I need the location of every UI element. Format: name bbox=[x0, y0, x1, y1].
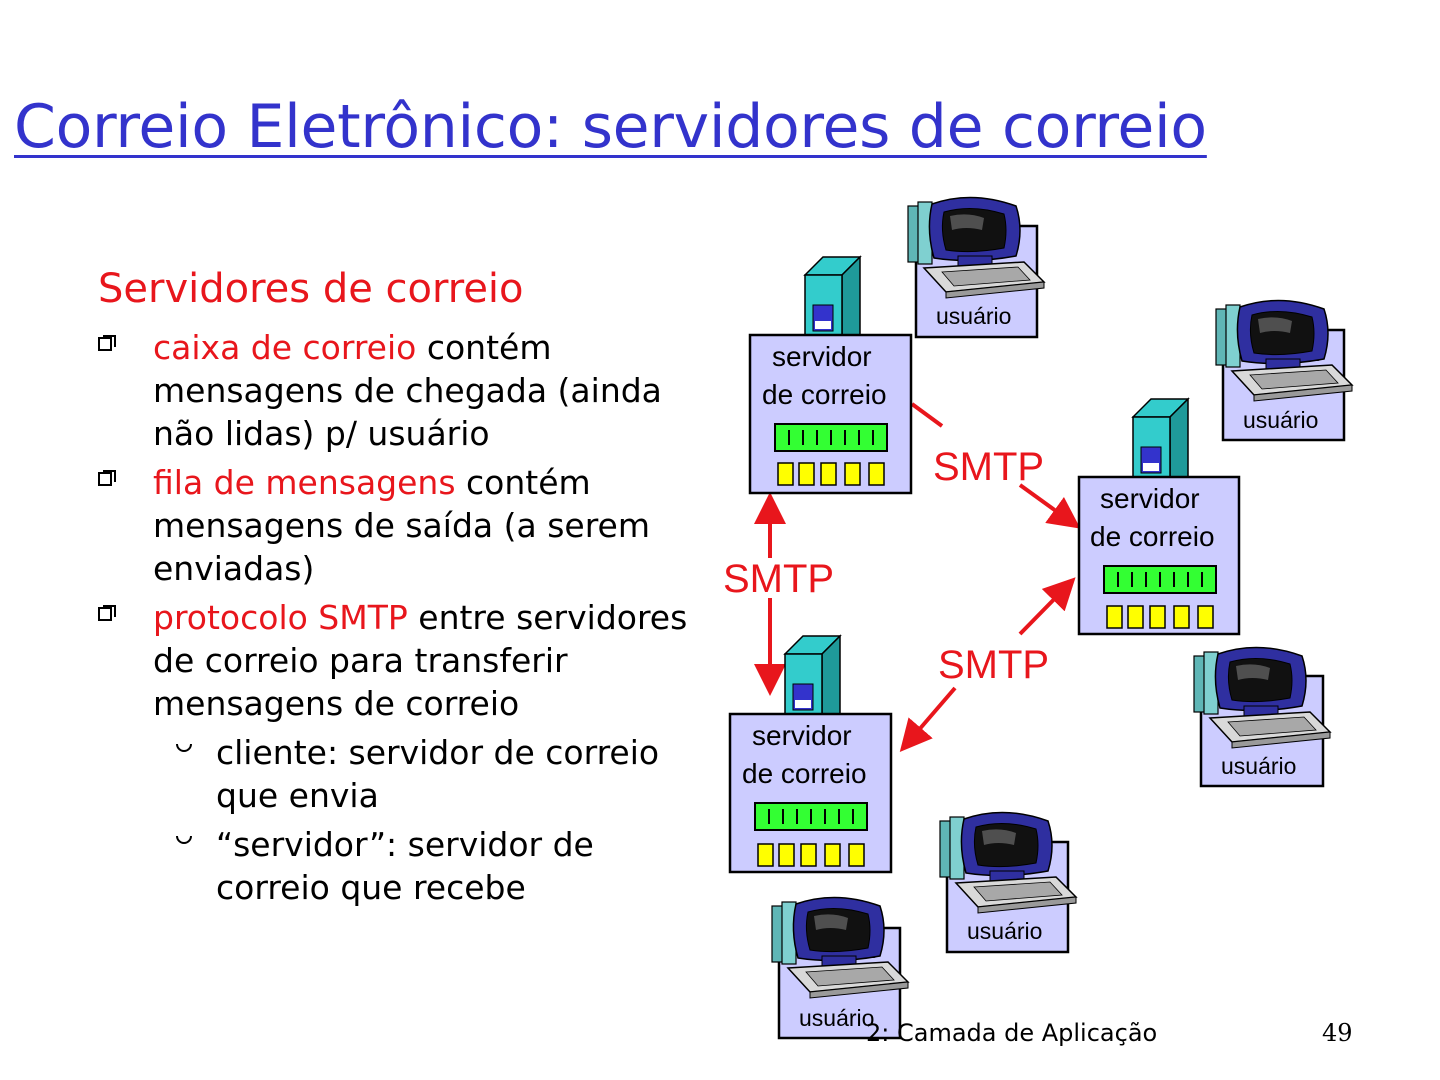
square-bullet-icon bbox=[98, 605, 116, 621]
bullet-smtp: protocolo SMTP entre servidores de corre… bbox=[98, 596, 698, 725]
square-bullet-icon bbox=[98, 470, 116, 486]
mailbox-icon bbox=[1103, 565, 1217, 594]
svg-text:usuário: usuário bbox=[936, 303, 1011, 329]
svg-text:usuário: usuário bbox=[967, 918, 1042, 944]
bullet-queue: fila de mensagens contém mensagens de sa… bbox=[98, 461, 698, 590]
user-agent: agente de usuário bbox=[939, 811, 1077, 954]
bullet-highlight: fila de mensagens bbox=[153, 463, 456, 502]
svg-text:de correio: de correio bbox=[1090, 521, 1215, 552]
subbullet-client: cliente: servidor de correio que envia bbox=[98, 731, 698, 817]
svg-text:servidor: servidor bbox=[752, 720, 852, 751]
message-queue-icon bbox=[757, 843, 865, 867]
svg-text:usuário: usuário bbox=[1221, 753, 1296, 779]
square-bullet-icon bbox=[98, 335, 116, 351]
user-agent: agente de usuário bbox=[1215, 299, 1353, 442]
svg-text:de correio: de correio bbox=[742, 758, 867, 789]
section-heading: Servidores de correio bbox=[98, 266, 524, 312]
bullet-text: contém mensagens de saída (a serem envia… bbox=[153, 463, 650, 588]
bullet-highlight: protocolo SMTP bbox=[153, 598, 408, 637]
circle-bullet-icon bbox=[176, 743, 192, 752]
smtp-arrow bbox=[1018, 577, 1076, 636]
smtp-label: SMTP bbox=[933, 445, 1044, 489]
user-agent: agente de usuário bbox=[1193, 646, 1331, 788]
smtp-arrow bbox=[899, 686, 957, 753]
footer-chapter: 2: Camada de Aplicação bbox=[866, 1019, 1158, 1047]
smtp-label: SMTP bbox=[723, 557, 834, 601]
subbullet-text: cliente: servidor de correio que envia bbox=[216, 733, 660, 815]
svg-text:servidor: servidor bbox=[1100, 483, 1200, 514]
subbullet-text: “servidor”: servidor de correio que rece… bbox=[216, 825, 594, 907]
user-agent: agente de usuário bbox=[771, 896, 909, 1040]
slide-title: Correio Eletrônico: servidores de correi… bbox=[14, 92, 1207, 162]
mailbox-icon bbox=[754, 802, 868, 831]
smtp-arrow bbox=[1018, 483, 1081, 529]
svg-text:usuário: usuário bbox=[1243, 407, 1318, 433]
smtp-label: SMTP bbox=[938, 643, 1049, 687]
page-number: 49 bbox=[1322, 1019, 1353, 1047]
message-queue-icon bbox=[777, 462, 885, 486]
message-queue-icon bbox=[1106, 605, 1214, 629]
bullet-list: caixa de correio contém mensagens de che… bbox=[98, 326, 698, 915]
svg-text:usuário: usuário bbox=[799, 1005, 874, 1031]
svg-text:de correio: de correio bbox=[762, 379, 887, 410]
bullet-mailbox: caixa de correio contém mensagens de che… bbox=[98, 326, 698, 455]
user-agent: agente de usuário bbox=[907, 196, 1045, 339]
bullet-highlight: caixa de correio bbox=[153, 328, 417, 367]
smtp-arrow bbox=[910, 402, 944, 428]
subbullet-server: “servidor”: servidor de correio que rece… bbox=[98, 823, 698, 909]
svg-text:servidor: servidor bbox=[772, 341, 872, 372]
mail-server: servidor de correio bbox=[728, 635, 893, 874]
mail-server: servidor de correio bbox=[1077, 398, 1241, 636]
bullet-text: contém mensagens de chegada (ainda não l… bbox=[153, 328, 662, 453]
mailbox-icon bbox=[774, 423, 888, 452]
mail-server: servidor de correio bbox=[748, 256, 913, 495]
bullet-text: entre servidores de correio para transfe… bbox=[153, 598, 688, 723]
circle-bullet-icon bbox=[176, 835, 192, 844]
